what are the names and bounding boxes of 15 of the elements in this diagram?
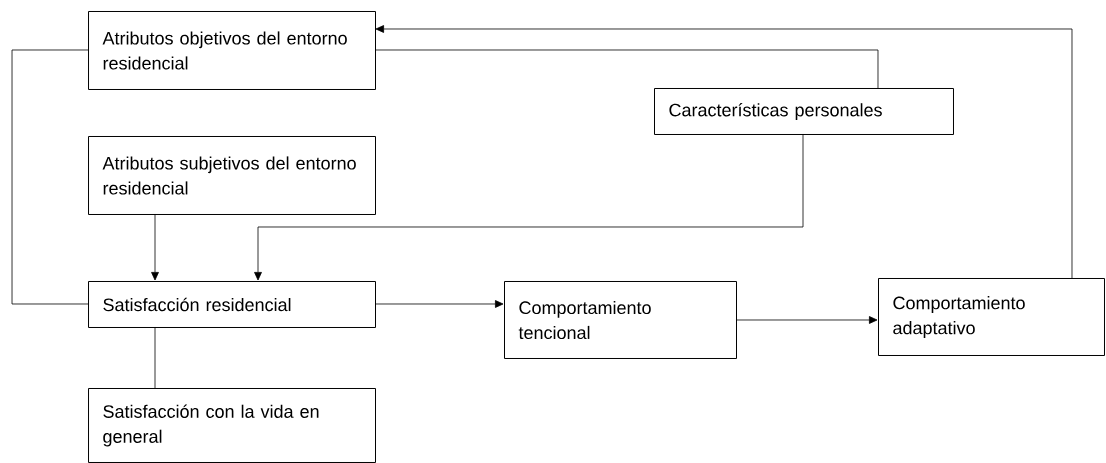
arrow [151,213,159,281]
arrow [254,133,804,281]
connector-line [11,49,89,305]
text-box: Comportamiento tencional [504,281,737,359]
text-box: Satisfacción con la vida en general [88,388,376,463]
text-box: Atributos objetivos del entorno residencial [88,11,376,90]
arrow [375,25,1073,279]
text-box: Satisfacción residencial [88,281,376,328]
text-box: Comportamiento adaptativo [878,278,1105,356]
text-box: Atributos subjetivos del entorno residencial [88,136,376,215]
connector-line [154,326,156,389]
connector-line [374,49,879,89]
arrow [735,316,878,324]
text-box: Características personales [654,88,954,135]
arrow [374,300,504,308]
